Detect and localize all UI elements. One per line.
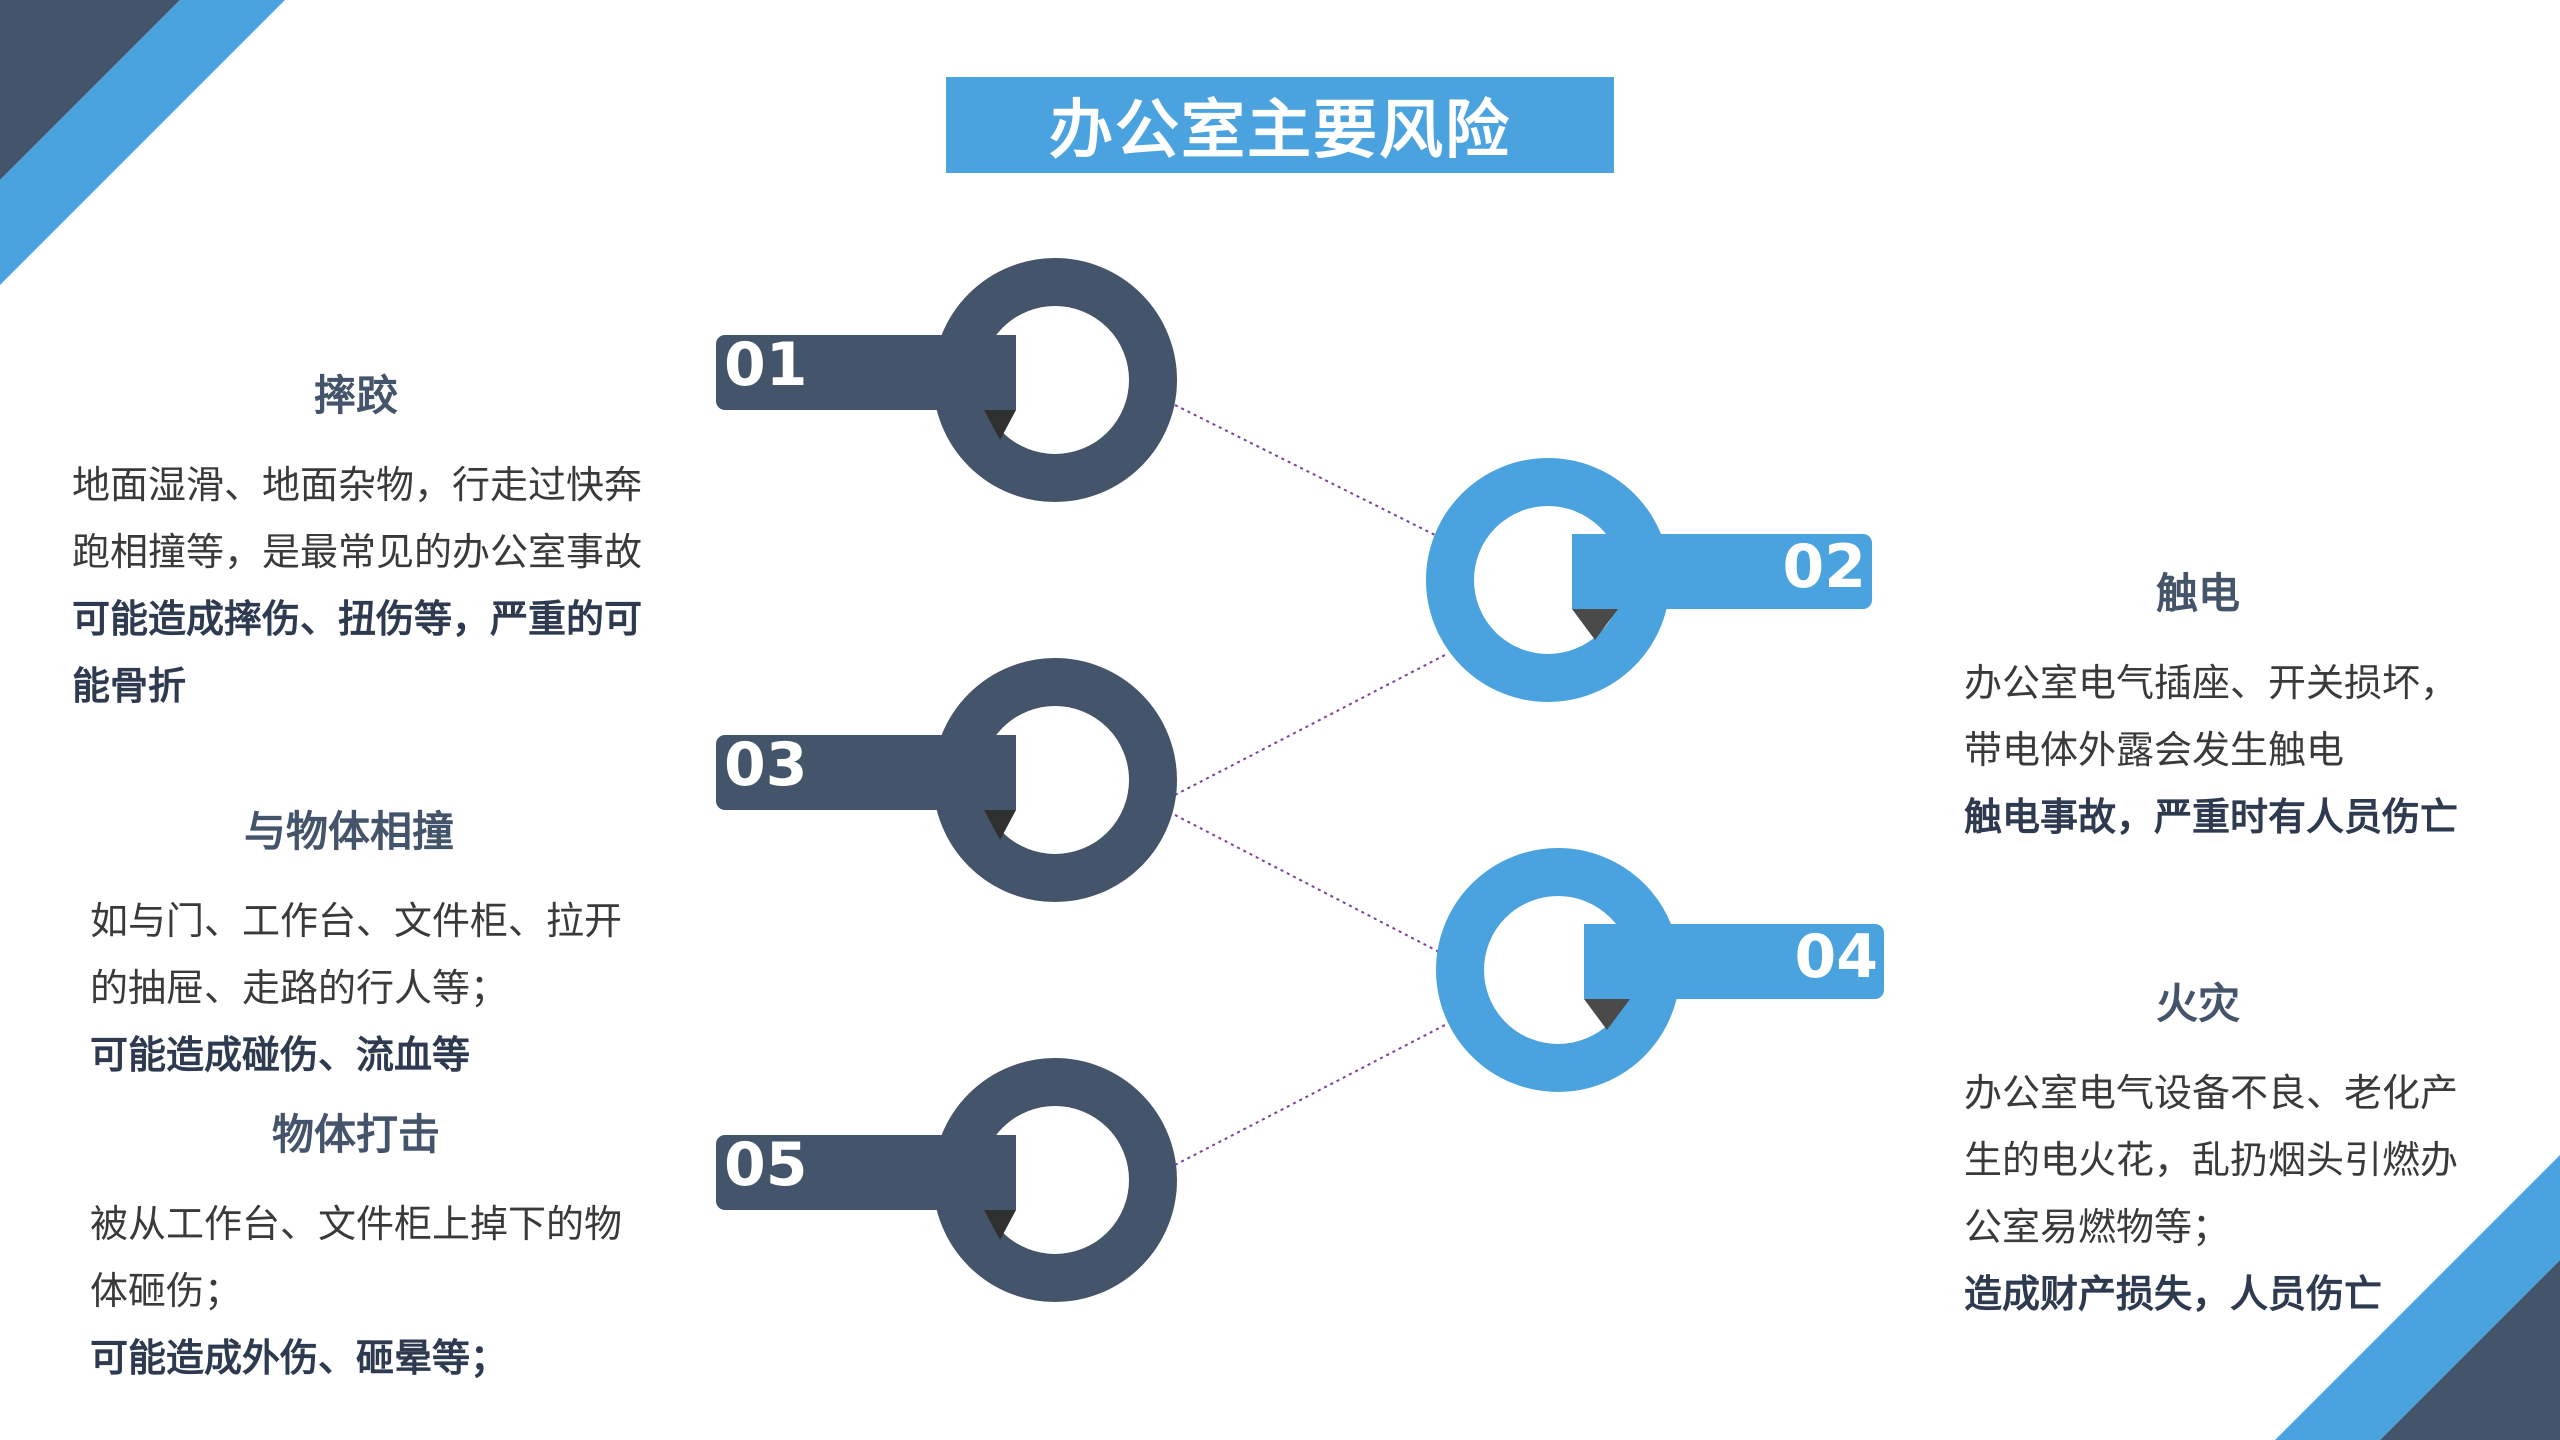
connector-05-04: [1174, 1024, 1446, 1166]
risk-text-line: 办公室电气插座、开关损坏，: [1964, 661, 2459, 705]
risk-consequence-line: 能骨折: [72, 664, 187, 708]
risk-consequence-line: 触电事故，严重时有人员伤亡: [1964, 795, 2459, 839]
risk-heading-strike: 物体打击: [272, 1110, 441, 1159]
node-01-tab-end: [990, 335, 1016, 410]
node-03-fold: [984, 810, 1016, 840]
risk-block-strike: 物体打击 被从工作台、文件柜上掉下的物 体砸伤； 可能造成外伤、砸晕等；: [90, 1105, 690, 1392]
risk-heading-fall: 摔跤: [314, 371, 399, 420]
risk-text-line: 体砸伤；: [90, 1269, 243, 1313]
node-01-fold: [984, 410, 1016, 440]
risk-heading-collision: 与物体相撞: [244, 807, 455, 856]
risk-heading-shock: 触电: [2156, 569, 2241, 618]
node-03-tab: [716, 735, 1016, 810]
node-02-tab-start: [1572, 534, 1598, 609]
node-05: 05: [716, 1058, 1177, 1302]
connector-01-02: [1174, 404, 1446, 541]
risk-text-line: 办公室电气设备不良、老化产: [1964, 1071, 2459, 1115]
corner-decoration-blue-top-left: [0, 0, 285, 285]
risk-text-line: 地面湿滑、地面杂物，行走过快奔: [72, 463, 643, 507]
node-02-number: 02: [1783, 532, 1867, 602]
node-05-tab: [716, 1135, 1016, 1210]
risk-heading-fire: 火灾: [2156, 979, 2241, 1028]
node-04-number: 04: [1795, 922, 1879, 992]
risk-text-line: 的抽屉、走路的行人等；: [90, 966, 509, 1010]
node-03: 03: [716, 658, 1177, 902]
node-04-tab-start: [1584, 924, 1610, 999]
risk-text-line: 带电体外露会发生触电: [1964, 728, 2345, 772]
risk-consequence-line: 可能造成摔伤、扭伤等，严重的可: [72, 597, 643, 641]
risk-text-line: 如与门、工作台、文件柜、拉开: [90, 899, 623, 943]
node-04: 04: [1436, 848, 1884, 1092]
node-03-tab-end: [990, 735, 1016, 810]
risk-block-fall: 摔跤 地面湿滑、地面杂物，行走过快奔 跑相撞等，是最常见的办公室事故 可能造成摔…: [72, 366, 672, 720]
node-01-number: 01: [724, 330, 808, 400]
risk-consequence-line: 可能造成外伤、砸晕等；: [90, 1336, 509, 1380]
connector-03-02: [1174, 654, 1446, 796]
risk-text-line: 被从工作台、文件柜上掉下的物: [90, 1202, 623, 1246]
node-02: 02: [1426, 458, 1872, 702]
risk-text-line: 生的电火花，乱扔烟头引燃办: [1964, 1138, 2459, 1182]
node-04-fold: [1584, 999, 1630, 1030]
page-title: 办公室主要风险: [946, 77, 1614, 173]
node-04-tab: [1584, 924, 1884, 999]
connector-03-04: [1174, 814, 1446, 956]
node-05-tab-end: [990, 1135, 1016, 1210]
connectors: [1174, 404, 1446, 1166]
node-02-tab: [1572, 534, 1872, 609]
risk-consequence-line: 可能造成碰伤、流血等: [90, 1033, 471, 1077]
node-01: 01: [716, 258, 1177, 502]
risk-text-line: 跑相撞等，是最常见的办公室事故: [72, 530, 643, 574]
risk-consequence-line: 造成财产损失，人员伤亡: [1964, 1272, 2383, 1316]
node-03-number: 03: [724, 730, 808, 800]
risk-block-collision: 与物体相撞 如与门、工作台、文件柜、拉开 的抽屉、走路的行人等； 可能造成碰伤、…: [90, 802, 690, 1089]
node-01-tab: [716, 335, 1016, 410]
risk-text-line: 公室易燃物等；: [1964, 1205, 2231, 1249]
risk-block-fire: 火灾 办公室电气设备不良、老化产 生的电火花，乱扔烟头引燃办 公室易燃物等； 造…: [1964, 974, 2504, 1328]
corner-decoration-blue-bottom-right: [2275, 1155, 2560, 1440]
node-02-fold: [1572, 609, 1618, 640]
risk-block-shock: 触电 办公室电气插座、开关损坏， 带电体外露会发生触电 触电事故，严重时有人员伤…: [1964, 564, 2504, 851]
node-05-fold: [984, 1210, 1016, 1240]
node-05-number: 05: [724, 1130, 808, 1200]
